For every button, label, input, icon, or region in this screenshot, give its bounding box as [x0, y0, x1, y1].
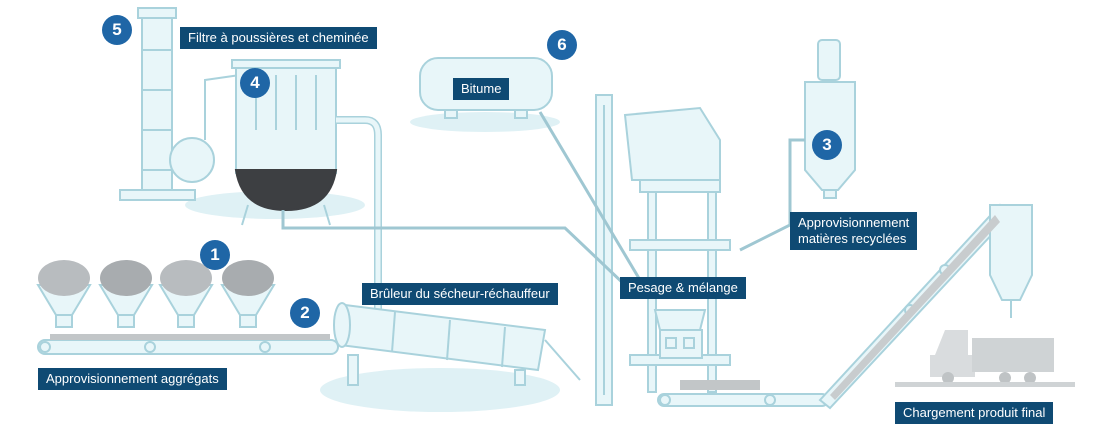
aggregate-piles	[38, 215, 1000, 400]
step-badge-6: 6	[547, 30, 577, 60]
label-weighing-mixing: Pesage & mélange	[620, 277, 746, 299]
label-dryer-burner: Brûleur du sécheur-réchauffeur	[362, 283, 558, 305]
label-final-loading: Chargement produit final	[895, 402, 1054, 424]
connection-lines	[281, 111, 805, 287]
feed-conveyor	[37, 339, 339, 355]
bucket-elevator	[595, 94, 613, 406]
truck-icon	[895, 330, 1075, 387]
recycled-silo	[804, 39, 856, 199]
step-badge-3: 3	[812, 130, 842, 160]
label-aggregate-supply: Approvisionnement aggrégats	[38, 368, 227, 390]
ground-shadow-dryer	[320, 368, 560, 412]
step-badge-5: 5	[102, 15, 132, 45]
mixing-tower	[623, 106, 731, 393]
label-recycled-supply: Approvisionnement matières recyclées	[790, 212, 918, 250]
ground-shadow-bitumen	[410, 112, 560, 132]
dryer-drum	[333, 302, 581, 386]
step-badge-2: 2	[290, 298, 320, 328]
storage-silo	[989, 204, 1033, 318]
label-bitumen: Bitume	[453, 78, 510, 100]
chimney-stack	[119, 7, 241, 201]
step-badge-1: 1	[200, 240, 230, 270]
dust-filter-baghouse	[231, 59, 382, 310]
step-badge-4: 4	[240, 68, 270, 98]
label-dust-filter-chimney: Filtre à poussières et cheminée	[180, 27, 377, 49]
